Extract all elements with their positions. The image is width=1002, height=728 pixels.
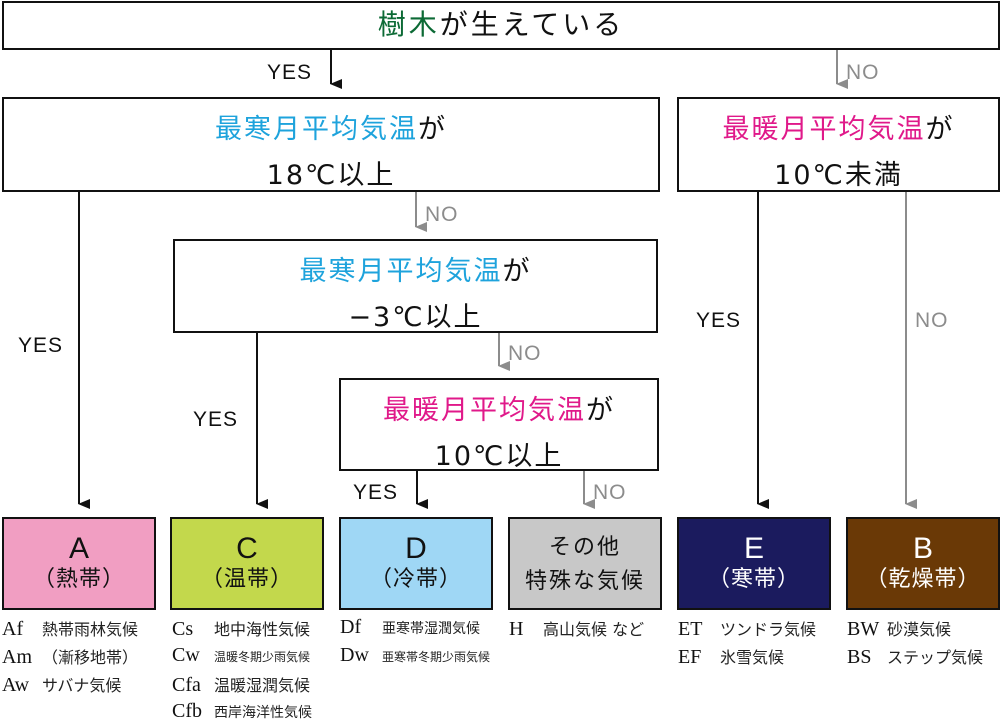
legend-row: Cfa 温暖湿潤気候 xyxy=(172,672,312,700)
zone-other-line2: 特殊な気候 xyxy=(524,569,645,594)
zone-E-code: E xyxy=(743,532,764,565)
question-coldest-minus3-threshold: −3℃以上 xyxy=(348,302,483,333)
legend-B: BW 砂漠気候 BS ステップ気候 xyxy=(847,616,983,672)
legend-row: Af 熱帯雨林気候 xyxy=(2,616,138,644)
question-coldest-minus3: 最寒月平均気温が −3℃以上 xyxy=(173,239,658,333)
question-coldest-18-highlight: 最寒月平均気温 xyxy=(215,114,418,145)
legend-desc: 地中海性気候 xyxy=(214,620,311,639)
legend-abbr: Am xyxy=(2,646,32,668)
zone-C-code: C xyxy=(236,532,258,565)
question-trees-highlight: 樹木 xyxy=(377,8,440,41)
legend-desc: サバナ気候 xyxy=(42,676,122,695)
legend-desc: ツンドラ気候 xyxy=(720,620,817,639)
legend-abbr: BS xyxy=(847,646,872,668)
legend-desc: 西岸海洋性気候 xyxy=(214,705,312,721)
legend-row: Cw 温暖冬期少雨気候 xyxy=(172,644,312,672)
legend-abbr: Cw xyxy=(172,644,200,666)
zone-D-code: D xyxy=(405,532,427,565)
zone-C-temperate: C （温帯） xyxy=(170,517,324,610)
legend-desc: （漸移地帯） xyxy=(42,648,139,667)
legend-desc: 温暖湿潤気候 xyxy=(214,676,311,695)
question-warmest-under-10-highlight: 最暖月平均気温 xyxy=(722,114,926,145)
legend-abbr: Af xyxy=(2,618,24,640)
legend-row: BW 砂漠気候 xyxy=(847,616,983,644)
legend-desc: 温暖冬期少雨気候 xyxy=(214,650,311,664)
question-warmest-10-plus-highlight: 最暖月平均気温 xyxy=(383,395,586,426)
label-yes-q0: YES xyxy=(267,61,313,84)
legend-desc: 氷雪気候 xyxy=(720,648,785,667)
label-no-q1: NO xyxy=(425,203,459,226)
question-warmest-10-plus-suffix: が xyxy=(586,395,615,426)
zone-E-name: （寒帯） xyxy=(707,567,800,592)
legend-D: Df 亜寒帯湿潤気候 Dw 亜寒帯冬期少雨気候 xyxy=(340,616,490,672)
legend-desc: 熱帯雨林気候 xyxy=(42,620,139,639)
legend-row: BS ステップ気候 xyxy=(847,644,983,672)
question-warmest-under-10: 最暖月平均気温が 10℃未満 xyxy=(677,97,1000,192)
question-warmest-10-plus-threshold: 10℃以上 xyxy=(434,441,564,472)
legend-row: Am （漸移地帯） xyxy=(2,644,138,672)
question-trees-growing: 樹木が生えている xyxy=(2,1,1000,50)
legend-desc: 亜寒帯冬期少雨気候 xyxy=(382,650,491,664)
legend-abbr: Cs xyxy=(172,618,194,640)
legend-H: H 高山気候 など xyxy=(509,616,644,644)
legend-row: Aw サバナ気候 xyxy=(2,672,138,700)
legend-abbr: Df xyxy=(340,616,362,638)
zone-E-polar: E （寒帯） xyxy=(677,517,831,610)
question-warmest-under-10-suffix: が xyxy=(925,114,955,145)
legend-desc: 砂漠気候 xyxy=(887,620,952,639)
label-yes-q3: YES xyxy=(193,408,239,431)
legend-abbr: Aw xyxy=(2,674,30,696)
zone-C-name: （温帯） xyxy=(200,567,293,592)
legend-abbr: EF xyxy=(678,646,702,668)
question-warmest-under-10-threshold: 10℃未満 xyxy=(774,160,903,191)
legend-abbr: Cfa xyxy=(172,674,201,696)
legend-A: Af 熱帯雨林気候 Am （漸移地帯） Aw サバナ気候 xyxy=(2,616,138,700)
legend-row: Df 亜寒帯湿潤気候 xyxy=(340,616,490,644)
zone-D-name: （冷帯） xyxy=(369,567,462,592)
label-no-q4: NO xyxy=(593,481,627,504)
legend-abbr: ET xyxy=(678,618,703,640)
zone-B-code: B xyxy=(912,532,933,565)
zone-other-line1: その他 xyxy=(548,535,621,560)
legend-abbr: Cfb xyxy=(172,700,202,722)
legend-desc: 亜寒帯湿潤気候 xyxy=(382,621,480,637)
zone-B-arid: B （乾燥帯） xyxy=(846,517,1000,610)
legend-desc: ステップ気候 xyxy=(887,648,984,667)
legend-row: Dw 亜寒帯冬期少雨気候 xyxy=(340,644,490,672)
legend-abbr: Dw xyxy=(340,644,369,666)
legend-abbr: BW xyxy=(847,618,880,640)
label-yes-q2: YES xyxy=(696,309,742,332)
legend-desc: 高山気候 など xyxy=(543,620,645,639)
label-no-q2: NO xyxy=(915,309,949,332)
zone-A-tropical: A （熱帯） xyxy=(2,517,156,610)
question-trees-rest: が生えている xyxy=(439,8,625,41)
label-no-q3: NO xyxy=(508,342,542,365)
question-warmest-10-plus: 最暖月平均気温が 10℃以上 xyxy=(339,378,659,472)
question-coldest-minus3-suffix: が xyxy=(502,256,532,287)
legend-C: Cs 地中海性気候 Cw 温暖冬期少雨気候 Cfa 温暖湿潤気候 Cfb 西岸海洋性気候 xyxy=(172,616,312,728)
legend-row: Cfb 西岸海洋性気候 xyxy=(172,700,312,728)
zone-A-name: （熱帯） xyxy=(32,567,125,592)
legend-E: ET ツンドラ気候 EF 氷雪気候 xyxy=(678,616,816,672)
question-coldest-18-suffix: が xyxy=(418,114,447,145)
legend-row: ET ツンドラ気候 xyxy=(678,616,816,644)
legend-abbr: H xyxy=(509,618,524,640)
zone-other-special: その他 特殊な気候 xyxy=(508,517,662,610)
legend-row: H 高山気候 など xyxy=(509,616,644,644)
label-yes-q4: YES xyxy=(353,481,399,504)
legend-row: EF 氷雪気候 xyxy=(678,644,816,672)
legend-row: Cs 地中海性気候 xyxy=(172,616,312,644)
question-coldest-18: 最寒月平均気温が 18℃以上 xyxy=(2,97,660,192)
question-coldest-minus3-highlight: 最寒月平均気温 xyxy=(299,256,503,287)
label-yes-q1: YES xyxy=(18,334,64,357)
label-no-q0: NO xyxy=(846,61,880,84)
zone-D-subarctic: D （冷帯） xyxy=(339,517,493,610)
zone-B-name: （乾燥帯） xyxy=(865,567,981,592)
question-coldest-18-threshold: 18℃以上 xyxy=(266,160,396,191)
zone-A-code: A xyxy=(68,532,89,565)
